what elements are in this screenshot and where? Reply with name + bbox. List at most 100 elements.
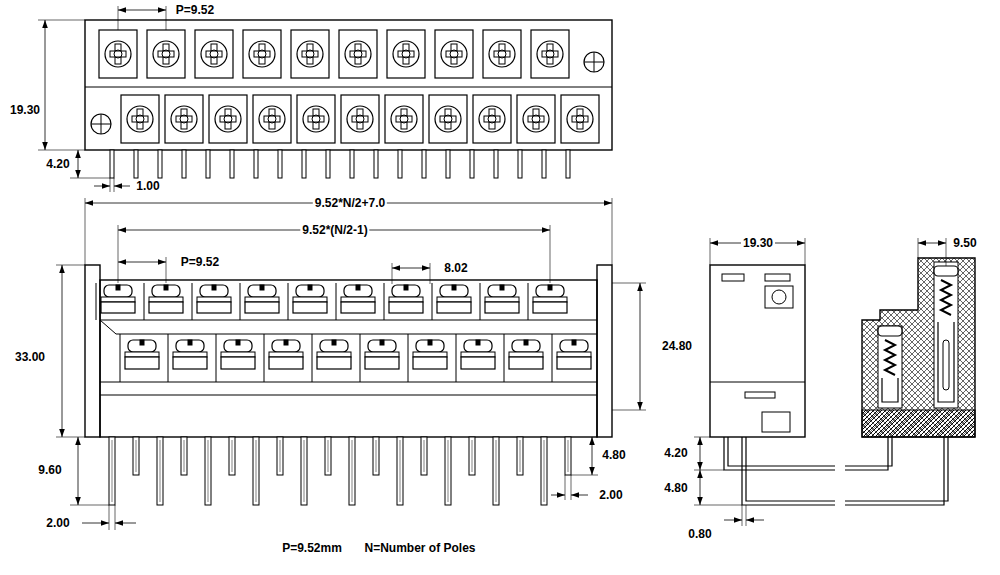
screw-slot (356, 285, 360, 290)
terminal-cell (387, 30, 425, 78)
extension-line (612, 283, 646, 284)
housing-edge (100, 320, 116, 334)
screw-slot (396, 116, 412, 122)
screw-slot (220, 116, 236, 122)
screw-slot (572, 116, 588, 122)
washer (509, 352, 543, 357)
screw-head (320, 340, 348, 352)
washer (101, 297, 135, 302)
washer (269, 352, 303, 357)
dimension-line (392, 268, 430, 269)
clamp-plate (293, 302, 327, 313)
dimension-label: 4.80 (600, 448, 627, 462)
screw-center (546, 50, 554, 58)
extension-line (694, 437, 710, 438)
screw-slot (260, 285, 264, 290)
side-post (597, 265, 612, 437)
washer (365, 352, 399, 357)
screw-slot (404, 285, 408, 290)
pin-center (232, 440, 233, 472)
screw-center (162, 50, 170, 58)
extension-line (918, 238, 919, 258)
dimension-label: 19.30 (8, 103, 42, 117)
housing-edge (85, 87, 612, 88)
extension-line (109, 505, 110, 530)
screw-window (765, 286, 793, 308)
pin (470, 150, 474, 178)
pin-bent (845, 437, 892, 466)
screw-head (489, 41, 515, 67)
pin-center (400, 440, 401, 502)
terminal-cell (339, 30, 377, 78)
terminal-cell (473, 95, 511, 143)
clamp-plate (125, 357, 159, 369)
clamp-plate (389, 302, 423, 313)
screw-head (441, 41, 467, 67)
screw-center (356, 115, 364, 123)
pin (374, 150, 378, 178)
mount-screw-slot (101, 114, 102, 134)
screw-head (303, 106, 329, 132)
screw-center (114, 50, 122, 58)
dimension-line (62, 265, 63, 437)
washer (461, 352, 495, 357)
extension-line (114, 178, 115, 192)
dimension-line (118, 262, 166, 263)
dimension-line (118, 10, 166, 11)
barrier-wall (432, 283, 433, 320)
screw-head (259, 106, 285, 132)
clamp-plate (533, 302, 567, 313)
extension-line (56, 265, 85, 266)
terminal-cell (147, 30, 185, 78)
pin-bent (845, 437, 948, 501)
pin-center (496, 440, 497, 502)
clamp-plate (485, 302, 519, 313)
washer (125, 352, 159, 357)
clamp-plate (461, 357, 495, 369)
mount-screw-slot (594, 52, 595, 72)
pin-center (544, 440, 545, 502)
clamp-plate (413, 357, 447, 369)
extension-line (115, 505, 116, 530)
pin (566, 150, 570, 178)
dimension-arrow (114, 186, 130, 187)
washer (341, 297, 375, 302)
pin (205, 437, 211, 505)
pin (397, 437, 403, 505)
pin (253, 437, 259, 505)
barrier-wall (384, 283, 385, 320)
screw-slot (484, 116, 500, 122)
screw-head (105, 41, 131, 67)
terminal-cell (561, 95, 599, 143)
pin-center (256, 440, 257, 502)
washer (389, 297, 423, 302)
screw-center (532, 115, 540, 123)
dimension-label: 4.80 (662, 481, 689, 495)
pin-center (304, 440, 305, 502)
screw-slot (350, 51, 366, 57)
barrier-wall (408, 334, 409, 382)
screw-slot (176, 116, 192, 122)
extension-line (710, 238, 711, 265)
screw-slot (308, 285, 312, 290)
pin (469, 437, 475, 475)
washer (413, 352, 447, 357)
pin-center (160, 440, 161, 502)
screw-head (296, 285, 324, 297)
pin (301, 437, 307, 505)
clamp-plate (221, 357, 255, 369)
pin (350, 150, 354, 178)
pin-bent (742, 437, 835, 505)
screw-head (152, 285, 180, 297)
barrier-wall (312, 334, 313, 382)
pin (206, 150, 210, 178)
screw-slot (284, 340, 288, 345)
pin (518, 150, 522, 178)
pin-center (448, 440, 449, 502)
screw-head (104, 285, 132, 297)
wire-clamp (882, 378, 898, 402)
pin-center (424, 440, 425, 472)
screw-head (224, 340, 252, 352)
screw-head (171, 106, 197, 132)
dimension-label: 4.20 (662, 446, 689, 460)
